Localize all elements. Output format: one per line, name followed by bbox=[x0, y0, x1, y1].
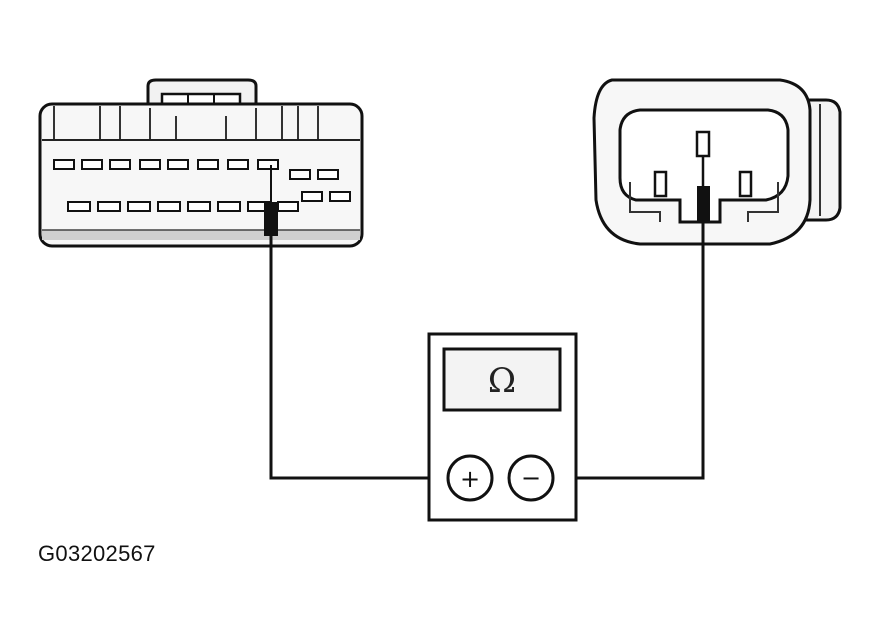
ohmmeter: Ω + − bbox=[427, 332, 578, 522]
positive-terminal bbox=[446, 454, 494, 502]
negative-terminal bbox=[507, 454, 555, 502]
meter-display bbox=[442, 347, 562, 412]
right-sensor-connector bbox=[592, 78, 842, 246]
test-lead-positive bbox=[264, 165, 448, 480]
negative-terminal-label: − bbox=[521, 464, 541, 492]
left-connector bbox=[38, 78, 364, 248]
ohm-symbol: Ω bbox=[488, 361, 516, 401]
figure-id: G03202567 bbox=[38, 541, 156, 566]
positive-terminal-label: + bbox=[460, 465, 480, 493]
test-lead-negative bbox=[552, 186, 710, 480]
